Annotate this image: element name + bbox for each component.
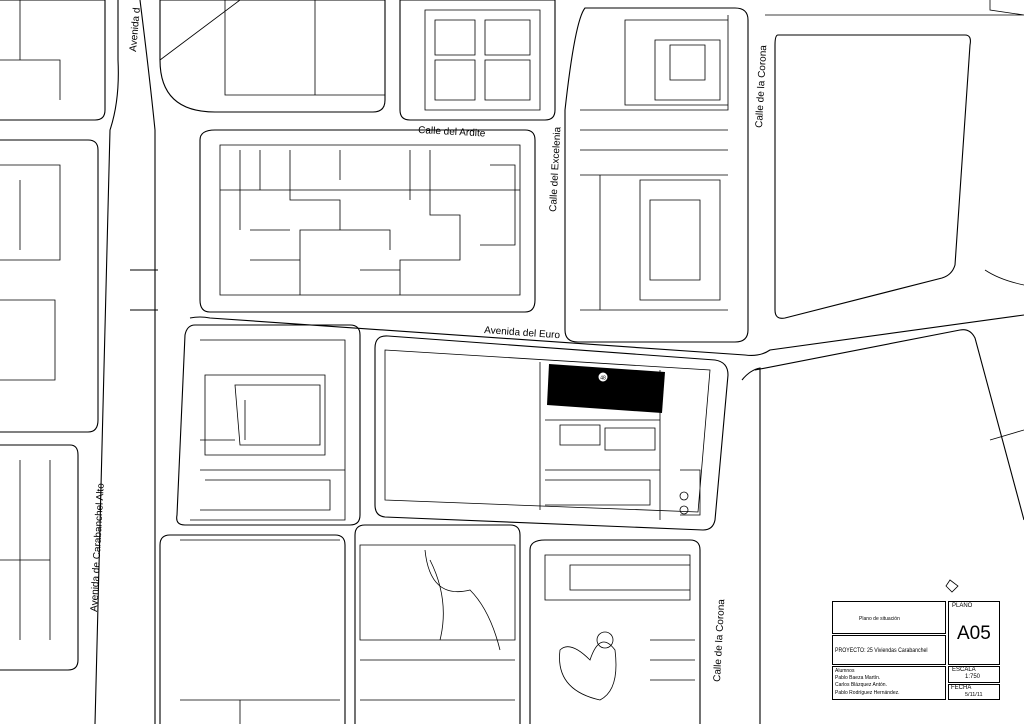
student: Pablo Baeza Martín. bbox=[835, 675, 881, 681]
block bbox=[159, 534, 346, 724]
drawing-title-box: Plano de situación bbox=[832, 601, 946, 634]
street-label-excelenia: Calle del Excelenia bbox=[548, 126, 563, 212]
block bbox=[176, 324, 361, 526]
block bbox=[354, 524, 521, 724]
project-plot bbox=[547, 364, 665, 413]
fecha-label: FECHA bbox=[951, 685, 972, 691]
block bbox=[159, 0, 386, 113]
block bbox=[399, 0, 556, 121]
plot-marker: 48 bbox=[600, 376, 606, 382]
escala-box: ESCALA 1:750 bbox=[948, 666, 1000, 683]
left-blocks bbox=[0, 0, 106, 671]
project-block bbox=[374, 335, 729, 531]
block bbox=[774, 34, 971, 319]
student: Pablo Rodríguez Hernández. bbox=[835, 690, 900, 696]
fecha-box: FECHA 5/11/11 bbox=[948, 684, 1000, 700]
student: Carlos Blázquez Antón. bbox=[835, 682, 887, 688]
project-box: PROYECTO: 25 Viviendas Carabanchel bbox=[832, 635, 946, 665]
plano-label: PLANO bbox=[952, 603, 973, 609]
fecha-value: 5/11/11 bbox=[965, 692, 983, 698]
students-box: Alumnos Pablo Baeza Martín. Carlos Blázq… bbox=[832, 666, 946, 700]
escala-value: 1:750 bbox=[965, 674, 981, 680]
students-label: Alumnos bbox=[835, 668, 855, 674]
road-edge bbox=[139, 0, 156, 724]
block bbox=[529, 539, 701, 724]
street-label-euro: Avenida del Euro bbox=[484, 325, 561, 341]
street-label-corona-bottom: Calle de la Corona bbox=[712, 598, 727, 682]
road-edge bbox=[94, 0, 119, 724]
project-name: PROYECTO: 25 Viviendas Carabanchel bbox=[835, 647, 928, 654]
street-label-carabanchel: Avenida de Carabanchel Alto bbox=[89, 483, 107, 613]
block bbox=[199, 129, 536, 313]
plano-value: A05 bbox=[957, 623, 991, 644]
street-label-corona-top: Calle de la Corona bbox=[754, 44, 769, 128]
crosswalk bbox=[130, 269, 158, 311]
plano-box: PLANO A05 bbox=[948, 601, 1000, 665]
street-label-ardite: Calle del Ardite bbox=[418, 125, 486, 140]
block bbox=[564, 7, 749, 343]
street-label-avenida-top: Avenida d bbox=[128, 7, 143, 52]
drawing-title: Plano de situación bbox=[859, 616, 900, 622]
escala-label: ESCALA bbox=[952, 667, 976, 673]
